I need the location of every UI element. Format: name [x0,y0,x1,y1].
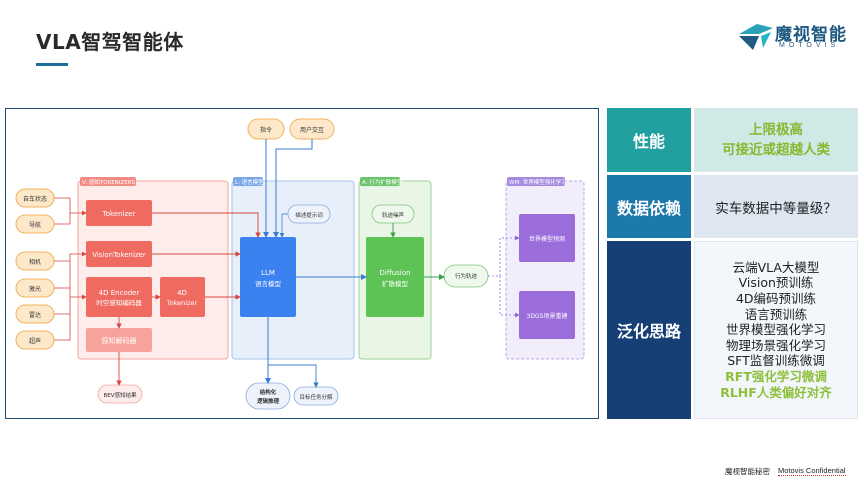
input-navigation-label: 导航 [29,221,41,229]
performance-line2: 可接近或超越人类 [722,142,830,158]
section-a-tag [360,177,400,186]
section-l-tag [233,177,263,186]
encoder-4d-line1: 4D Encoder [99,289,140,297]
vision-tokenizer-label: VisionTokenizer [92,251,146,259]
perception-decoder-node [86,328,152,352]
generalization-item: RFT强化学习微调 [725,368,827,384]
input-lidar-label: 激光 [29,285,41,293]
vision-tokenizer-node [86,241,152,267]
tokenizer-4d-line2: Tokenizer [166,299,198,307]
diffusion-line1: Diffusion [380,269,411,277]
prompt-label: 描述提示词 [295,211,323,219]
diagram-canvas: V: 感知TOKENIZERS L: 语言模型 A: 行为扩散模型 WM: 世界… [15,118,585,410]
generalization-header: 泛化思路 [607,241,691,419]
generalization-item: 云端VLA大模型 [732,259,820,275]
footer-confidential-en-text: Motovis Confidential [778,466,846,476]
edge-llm-task [268,364,319,388]
data-dependency-header: 数据依赖 [607,175,691,238]
footer-confidential-en: Motovis Confidential [778,466,846,476]
footer-confidential-cn: 魔视智能秘密 [725,467,770,476]
traj-noise-label: 轨迹噪声 [382,211,405,219]
edge-tokenizer-llm [152,212,261,238]
input-radar-label: 雷达 [29,311,41,319]
section-a-label: A: 行为扩散模型 [362,178,403,186]
performance-line1: 上限极高 [749,122,803,138]
logo-text-cn: 魔视智能 [775,25,847,45]
edge-traj-worldmodel [488,235,520,277]
diffusion-node [366,237,424,317]
generalization-item: Vision预训练 [738,275,814,291]
generalization-item: 物理场景强化学习 [725,337,826,353]
section-wm-tag [507,177,565,186]
input-instruction-label: 指令 [260,126,272,134]
section-v-tag [80,177,136,186]
section-v-label: V: 感知TOKENIZERS [82,178,135,186]
generalization-item: RLHF人类偏好对齐 [720,384,832,400]
section-l-label: L: 语言模型 [235,178,264,186]
vla-architecture-diagram: V: 感知TOKENIZERS L: 语言模型 A: 行为扩散模型 WM: 世界… [5,108,599,419]
encoder-4d-line2: 时空感知编码器 [96,298,142,307]
edge-ultrasonic-encoder [54,314,71,341]
structured-line2: 逻辑推理 [257,397,280,405]
edge-user-llm [273,139,313,238]
edge-nav-tokenizer [54,213,71,225]
diffusion-line2: 扩散模型 [382,279,409,288]
tokenizer-label: Tokenizer [102,210,136,218]
generalization-item: SFT监督训练微调 [727,353,825,369]
scene-3dgs-label: 3DGS场景重建 [527,312,568,320]
performance-value: 上限极高 可接近或超越人类 [694,108,858,172]
edge-radar-encoder [54,297,71,315]
task-decomp-label: 目标任务分解 [299,393,333,401]
edge-prompt-llm [279,213,288,238]
world-model-pred-label: 世界模型预测 [529,235,565,243]
tokenizer-4d-line1: 4D [177,289,187,297]
perception-decoder-label: 感知解码器 [102,336,137,345]
structured-line1: 结构化 [260,388,277,396]
world-model-pred-node [519,214,575,262]
edge-traj-3dgs [499,276,520,318]
performance-header: 性能 [607,108,691,172]
input-ego-state-label: 自车状态 [23,195,47,203]
company-logo: 魔视智能 MOTOVIS [735,20,855,54]
llm-node [240,237,296,317]
generalization-item: 语言预训练 [744,306,808,322]
input-camera-label: 相机 [29,258,41,266]
tokenizer-node [86,200,152,226]
input-user-interaction-label: 用户交互 [300,126,324,134]
tokenizer-4d-node [160,277,205,317]
llm-line2: 语言模型 [255,279,282,288]
edge-ego-tokenizer [54,197,87,216]
data-dependency-value: 实车数据中等量级？ [694,175,858,238]
generalization-item: 4D编码预训练 [735,291,817,307]
llm-line1: LLM [261,269,275,277]
title-underline [36,63,68,66]
logo-mark-icon [739,24,773,50]
input-ultrasonic-label: 超声 [29,337,41,345]
behavior-traj-label: 行为轨迹 [455,272,478,280]
logo-text-en: MOTOVIS [779,42,840,49]
section-wm-label: WM: 世界模型强化学习 [509,178,567,186]
bev-result-label: BEV感知结果 [103,391,137,399]
edge-camera-vision [54,251,87,262]
page-title: VLA智驾智能体 [36,30,184,54]
encoder-4d-node [86,277,152,317]
structured-reasoning-node [245,382,291,410]
generalization-item: 世界模型强化学习 [725,322,826,338]
scene-3dgs-node [519,291,575,339]
